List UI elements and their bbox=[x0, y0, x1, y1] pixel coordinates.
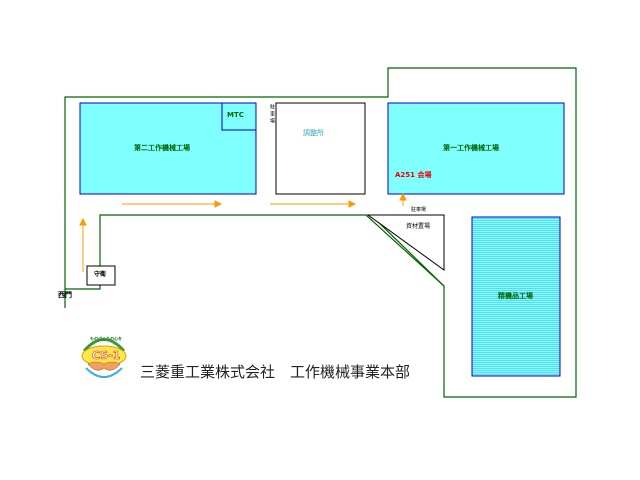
second-plant-label: 第二工作機械工場 bbox=[134, 144, 190, 152]
road-inner-diagonal bbox=[371, 215, 445, 287]
logo-main-text: CS-1 bbox=[92, 349, 121, 362]
csr-handshake-logo-icon bbox=[81, 338, 127, 378]
arrow-up-icon bbox=[399, 192, 407, 201]
materials-yard-label: 資材置場 bbox=[406, 223, 431, 230]
guardhouse-box[interactable] bbox=[86, 265, 116, 286]
route-arrows bbox=[79, 192, 407, 272]
first-plant-building[interactable] bbox=[387, 102, 565, 195]
mtc-label: MTC bbox=[227, 111, 244, 119]
road-outline-upper-left bbox=[64, 67, 577, 398]
materials-yard-area[interactable] bbox=[366, 214, 445, 271]
parking-horizontal-label: 駐車場 bbox=[411, 207, 427, 213]
mtc-box[interactable] bbox=[221, 102, 257, 131]
logo-top-text: ものづくりの心を bbox=[90, 336, 122, 341]
west-gate-label: 西門 bbox=[58, 291, 72, 299]
adjustment-area-label: 調整所 bbox=[303, 129, 324, 137]
arrow-right-icon bbox=[214, 200, 223, 208]
adjustment-area-building[interactable] bbox=[275, 102, 366, 195]
venue-a251-label[interactable]: A251 会場 bbox=[395, 171, 432, 179]
precision-plant-building[interactable] bbox=[471, 216, 561, 377]
guardhouse-label: 守衛 bbox=[94, 271, 107, 278]
parking-vertical-label: 駐車場 bbox=[269, 104, 275, 125]
first-plant-label: 第一工作機械工場 bbox=[443, 144, 499, 152]
company-division-footer: 三菱重工業株式会社 工作機械事業本部 bbox=[140, 363, 411, 381]
arrow-right-icon bbox=[348, 200, 357, 208]
precision-plant-label: 精機品工場 bbox=[498, 292, 533, 300]
arrow-up-icon bbox=[79, 217, 87, 226]
